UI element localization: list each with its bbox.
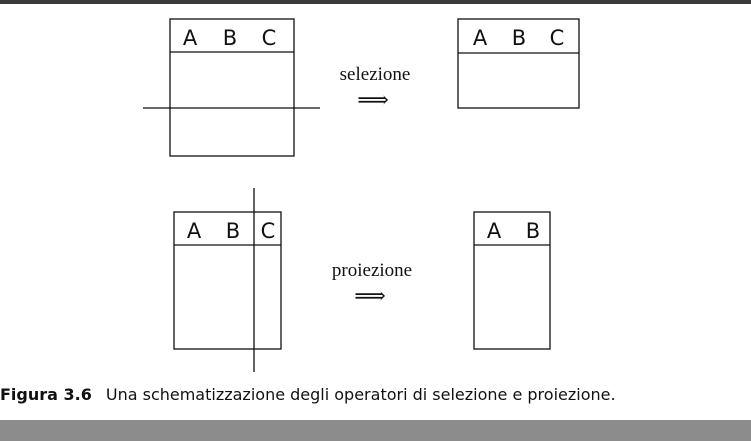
projection-result-header-b: B	[526, 219, 540, 243]
relational-operators-diagram: A B C selezione ⟹ A B C A B C proiezione…	[143, 18, 580, 372]
selection-source-header-c: C	[262, 26, 277, 50]
projection-source-header-c: C	[261, 219, 276, 243]
projection-arrow-icon: ⟹	[354, 284, 386, 309]
selection-result-header-a: A	[473, 26, 488, 50]
figure-caption: Figura 3.6 Una schematizzazione degli ope…	[0, 385, 616, 404]
selection-result-table-frame	[457, 18, 580, 109]
projection-source-table-frame	[173, 211, 282, 350]
selection-source-table-frame	[169, 18, 295, 157]
projection-result-table-frame	[473, 211, 551, 350]
selection-result-header-c: C	[550, 26, 565, 50]
projection-label: proiezione	[332, 260, 412, 281]
selection-label: selezione	[340, 64, 411, 85]
selection-source-header-a: A	[183, 26, 198, 50]
projection-result-table: A B	[473, 211, 551, 350]
selection-operator: selezione ⟹	[340, 64, 411, 113]
selection-result-header-b: B	[512, 26, 526, 50]
projection-source-header-b: B	[226, 219, 240, 243]
figure-number: Figura 3.6	[0, 385, 92, 404]
projection-source-table: A B C	[173, 188, 282, 372]
top-rule	[0, 0, 751, 4]
projection-result-header-a: A	[487, 219, 502, 243]
bottom-rule	[0, 420, 751, 441]
projection-source-header-a: A	[187, 219, 202, 243]
figure-caption-text: Una schematizzazione degli operatori di …	[105, 385, 616, 404]
selection-arrow-icon: ⟹	[357, 88, 389, 113]
selection-result-table: A B C	[457, 18, 580, 109]
projection-operator: proiezione ⟹	[332, 260, 412, 309]
selection-source-header-b: B	[223, 26, 237, 50]
selection-source-table: A B C	[143, 18, 320, 157]
